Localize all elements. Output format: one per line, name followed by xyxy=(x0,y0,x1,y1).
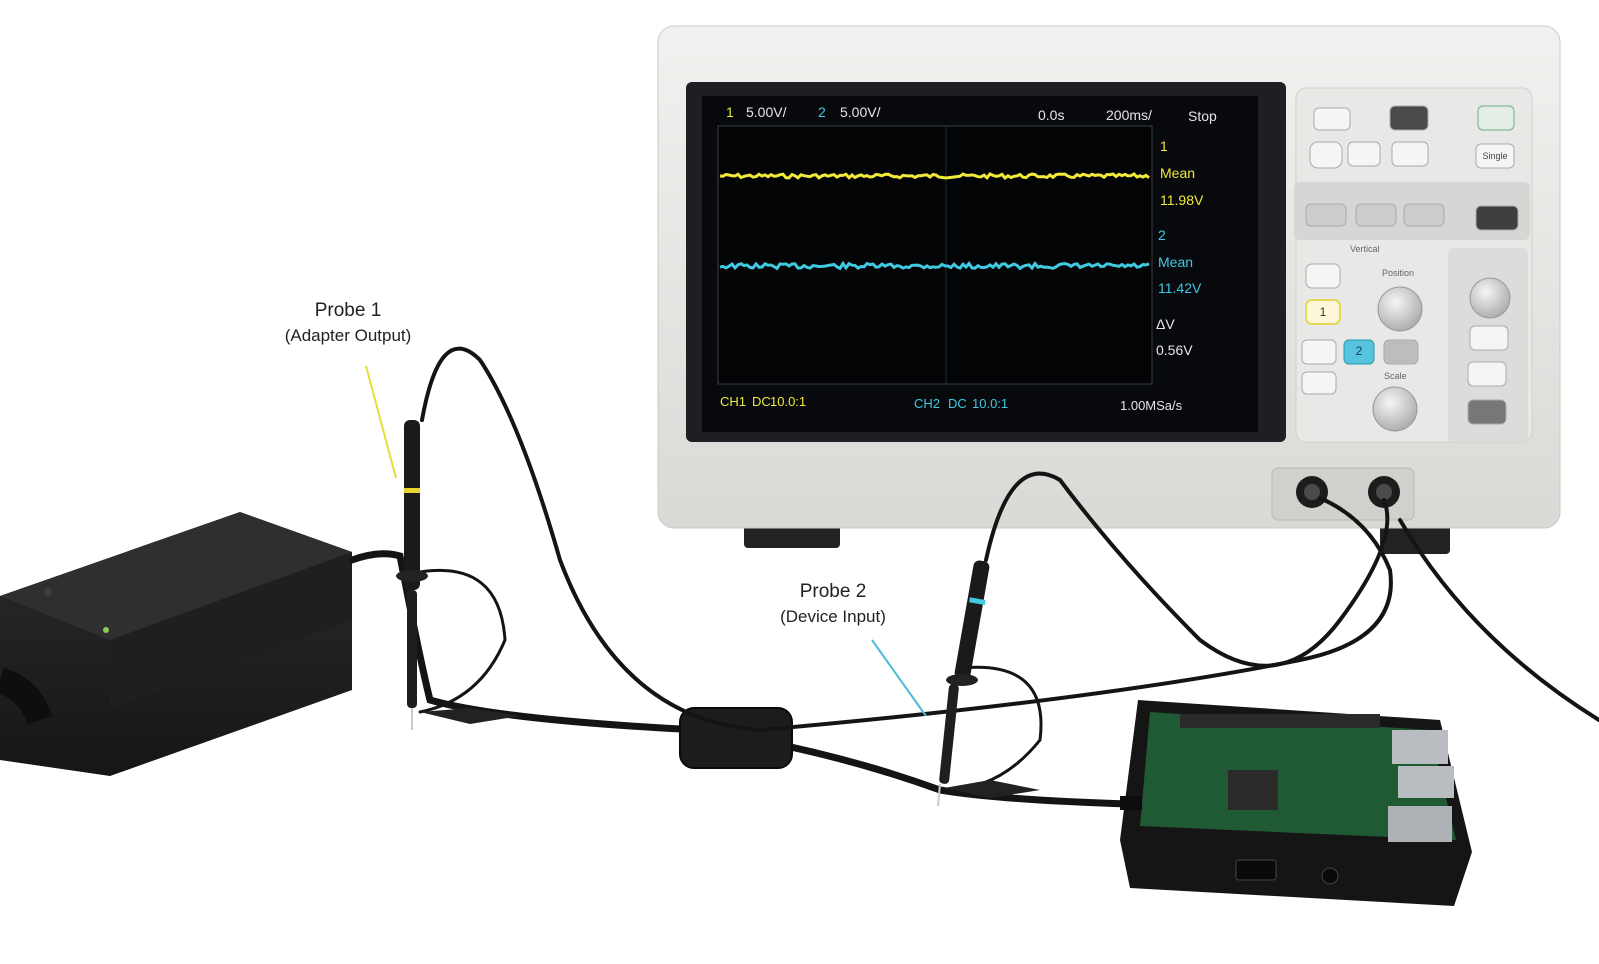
usb-port-1 xyxy=(1392,730,1448,764)
plot-area xyxy=(717,125,1153,385)
probe2-subtitle: (Device Input) xyxy=(780,607,886,626)
fft-button[interactable] xyxy=(1301,371,1337,395)
ch2-button-label: 2 xyxy=(1355,344,1363,358)
audio-jack xyxy=(1321,867,1339,885)
raspberry-pi-case xyxy=(1120,700,1472,906)
soc-chip xyxy=(1228,770,1278,810)
trigger-button[interactable] xyxy=(1475,205,1519,231)
meas-ch1-label: Mean xyxy=(1160,165,1196,181)
ref-button[interactable] xyxy=(1301,339,1337,365)
probe1-ground-lead xyxy=(418,569,507,714)
scale-label: Scale xyxy=(1384,371,1407,381)
scale-knob[interactable] xyxy=(1372,386,1418,432)
autoset-button[interactable] xyxy=(1313,107,1351,131)
delta-value: 0.56V xyxy=(1156,342,1193,358)
oscilloscope xyxy=(657,25,1561,554)
meas-ch1-number: 1 xyxy=(1160,138,1168,154)
ac-cable xyxy=(0,667,53,725)
probe-2 xyxy=(937,560,1040,807)
probe1-caption: Probe 1 (Adapter Output) xyxy=(258,300,438,346)
save-recall-button[interactable] xyxy=(1347,141,1381,167)
footer-ch2-label: CH2 xyxy=(914,396,941,411)
meas-ch2-label: Mean xyxy=(1158,254,1194,270)
footer-ch1-probe: 10.0:1 xyxy=(770,394,807,409)
probe1-ground-clip xyxy=(420,708,520,724)
horizontal-menu-button[interactable] xyxy=(1467,399,1507,425)
meas-ch1-value: 11.98V xyxy=(1160,192,1204,208)
cursor-button[interactable] xyxy=(1403,203,1445,227)
ch1-button[interactable] xyxy=(1305,299,1341,325)
run-status: Stop xyxy=(1188,108,1217,124)
ferrite-bead xyxy=(679,707,793,769)
pcb xyxy=(1140,712,1456,840)
single-button-label: Single xyxy=(1482,151,1508,161)
menu-button[interactable] xyxy=(1469,325,1509,351)
ch2-trace xyxy=(719,260,1150,271)
ethernet-port xyxy=(1388,806,1452,842)
utility-button[interactable] xyxy=(1309,141,1343,169)
horizontal-scale-knob[interactable] xyxy=(1469,277,1511,319)
default-setup-button[interactable] xyxy=(1477,105,1515,131)
probe1-yellow-band xyxy=(404,488,420,493)
probe2-title: Probe 2 xyxy=(799,581,867,602)
gpio-header xyxy=(1180,714,1380,728)
power-adapter xyxy=(0,512,352,776)
ch2-scale: 5.00V/ xyxy=(840,104,881,120)
timebase: 200ms/ xyxy=(1106,107,1152,123)
position-knob[interactable] xyxy=(1377,286,1423,332)
meas-ch2-number: 2 xyxy=(1158,227,1166,243)
display-button[interactable] xyxy=(1355,203,1397,227)
probe-1 xyxy=(396,420,520,730)
probe2-pointer xyxy=(871,639,927,717)
ch1-trace xyxy=(719,172,1150,181)
single-button[interactable] xyxy=(1475,143,1515,169)
time-offset: 0.0s xyxy=(1038,107,1065,123)
meas-ch2-value: 11.42V xyxy=(1158,280,1202,296)
delta-label: ΔV xyxy=(1156,316,1175,332)
ch1-button-label: 1 xyxy=(1319,305,1327,319)
ch2-button[interactable] xyxy=(1343,339,1375,365)
ch2-number: 2 xyxy=(818,104,826,120)
probe1-subtitle: (Adapter Output) xyxy=(284,326,412,345)
measure-button[interactable] xyxy=(1391,141,1429,167)
footer-ch1-label: CH1 xyxy=(720,394,747,409)
footer-ch2-coupling: DC xyxy=(948,396,967,411)
probe2-cyan-band xyxy=(969,597,986,605)
hdmi-port xyxy=(1235,859,1277,881)
vertical-label: Vertical xyxy=(1350,244,1380,254)
usb-port-2 xyxy=(1398,766,1454,798)
footer-ch1-coupling: DC xyxy=(752,394,771,409)
acquire-button[interactable] xyxy=(1305,203,1347,227)
ch1-number: 1 xyxy=(726,104,734,120)
cables xyxy=(348,346,1599,808)
probe1-cable xyxy=(420,346,1393,733)
probe1-pointer xyxy=(365,365,397,479)
ch1-scale: 5.00V/ xyxy=(746,104,787,120)
position-label: Position xyxy=(1382,268,1415,278)
probe2-ground-clip xyxy=(944,780,1040,798)
math-ref-button[interactable] xyxy=(1305,263,1341,289)
probe2-caption: Probe 2 (Device Input) xyxy=(748,581,918,627)
adapter-power-led xyxy=(103,627,109,633)
sample-rate: 1.00MSa/s xyxy=(1120,398,1183,413)
probe1-title: Probe 1 xyxy=(314,300,382,321)
probe2-cable xyxy=(984,471,1599,722)
footer-ch2-probe: 10.0:1 xyxy=(972,396,1009,411)
auto-button[interactable] xyxy=(1383,339,1419,365)
micro-usb-power-port xyxy=(1120,796,1142,810)
force-button[interactable] xyxy=(1467,361,1507,387)
run-stop-button[interactable] xyxy=(1389,105,1429,131)
